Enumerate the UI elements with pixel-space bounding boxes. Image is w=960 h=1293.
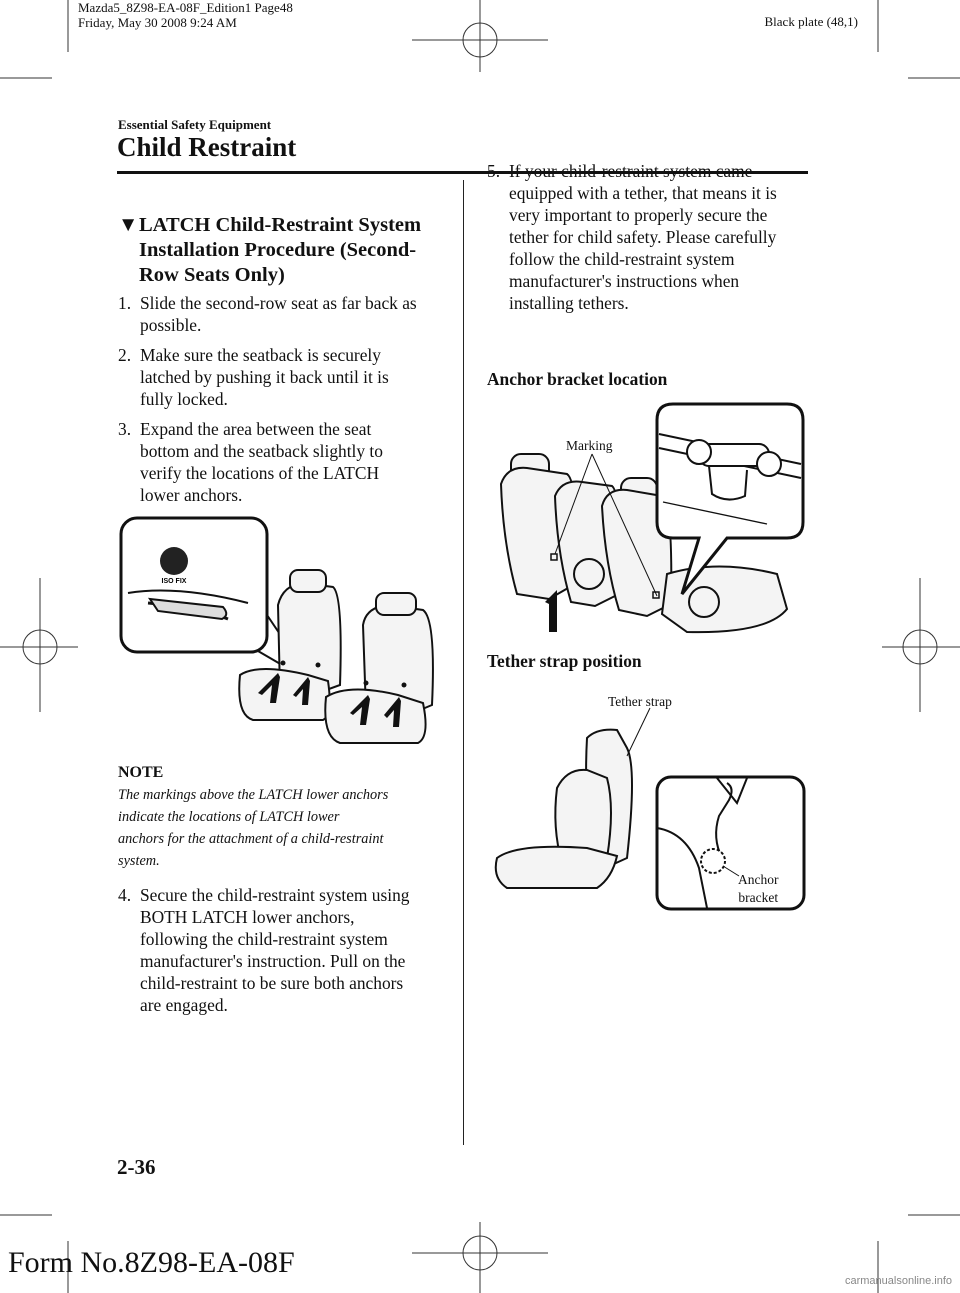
heading-line-1: LATCH Child-Restraint System — [139, 214, 422, 236]
step-2-line-2: latched by pushing it back until it is — [140, 367, 389, 387]
step-3-line-4: lower anchors. — [140, 485, 243, 505]
anchor-bracket-title: Anchor bracket location — [487, 369, 668, 389]
anchor-bracket-illustration — [499, 402, 805, 634]
section-label: Essential Safety Equipment — [118, 117, 272, 132]
step-5-line-6: manufacturer's instructions when — [509, 271, 740, 291]
step-number: 4. — [118, 885, 132, 905]
step-1-line-2: possible. — [140, 315, 202, 335]
step-4: 4. Secure the child-restraint system usi… — [118, 884, 458, 1016]
tether-strap-label: Tether strap — [608, 694, 672, 709]
step-3-line-2: bottom and the seatback slightly to — [140, 441, 383, 461]
step-5: 5. If your child-restraint system came e… — [487, 160, 807, 314]
note-line-2: indicate the locations of LATCH lower — [118, 809, 340, 825]
isofix-icon-text: ISO FIX — [162, 578, 187, 585]
step-3: 3. Expand the area between the seat bott… — [118, 418, 458, 506]
step-3-line-1: Expand the area between the seat — [140, 419, 372, 439]
triangle-marker-icon: ▼ — [118, 214, 139, 236]
plate-label: Black plate (48,1) — [764, 14, 859, 29]
column-divider — [463, 180, 464, 1145]
step-4-line-5: child-restraint to be sure both anchors — [140, 973, 404, 993]
step-5-line-2: equipped with a tether, that means it is — [509, 183, 777, 203]
step-5-line-1: If your child-restraint system came — [509, 161, 753, 181]
note-body: The markings above the LATCH lower ancho… — [118, 784, 463, 872]
step-2-line-1: Make sure the seatback is securely — [140, 345, 381, 365]
step-3-line-3: verify the locations of the LATCH — [140, 463, 380, 483]
heading-line-3: Row Seats Only) — [139, 264, 285, 286]
note-line-1: The markings above the LATCH lower ancho… — [118, 787, 389, 803]
step-2-line-3: fully locked. — [140, 389, 228, 409]
procedure-heading: ▼ LATCH Child-Restraint System Installat… — [118, 213, 458, 288]
step-4-line-2: BOTH LATCH lower anchors, — [140, 907, 355, 927]
step-number: 3. — [118, 419, 132, 439]
step-5-line-4: tether for child safety. Please carefull… — [509, 227, 777, 247]
step-number: 1. — [118, 293, 132, 313]
page-number: 2-36 — [117, 1155, 156, 1179]
step-1-line-1: Slide the second-row seat as far back as — [140, 293, 417, 313]
step-2: 2. Make sure the seatback is securely la… — [118, 344, 458, 410]
file-info: Mazda5_8Z98-EA-08F_Edition1 Page48 Frida… — [78, 0, 293, 30]
anchor-label-line-2: bracket — [738, 890, 779, 905]
step-4-line-4: manufacturer's instruction. Pull on the — [140, 951, 406, 971]
form-number: Form No.8Z98-EA-08F — [8, 1246, 295, 1279]
header-rule — [117, 171, 808, 174]
tether-strap-title: Tether strap position — [487, 651, 642, 671]
step-number: 5. — [487, 161, 501, 181]
note-line-3: anchors for the attachment of a child-re… — [118, 831, 384, 847]
anchor-bracket-label: Anchor bracket — [738, 871, 779, 907]
step-1: 1. Slide the second-row seat as far back… — [118, 292, 458, 336]
file-name-line: Mazda5_8Z98-EA-08F_Edition1 Page48 — [78, 0, 293, 15]
step-4-line-1: Secure the child-restraint system using — [140, 885, 410, 905]
chapter-title: Child Restraint — [117, 132, 297, 162]
file-date-line: Friday, May 30 2008 9:24 AM — [78, 15, 237, 30]
step-number: 2. — [118, 345, 132, 365]
anchor-label-line-1: Anchor — [738, 872, 779, 887]
heading-line-2: Installation Procedure (Second- — [139, 239, 417, 261]
step-4-line-6: are engaged. — [140, 995, 228, 1015]
step-4-line-3: following the child-restraint system — [140, 929, 388, 949]
note-line-4: system. — [118, 853, 160, 869]
latch-anchor-illustration: ISO FIX — [119, 516, 434, 744]
watermark: carmanualsonline.info — [844, 1275, 952, 1287]
note-title: NOTE — [118, 764, 164, 781]
tether-strap-illustration — [494, 707, 806, 911]
step-5-line-3: very important to properly secure the — [509, 205, 768, 225]
marking-label: Marking — [566, 438, 613, 453]
step-5-line-5: follow the child-restraint system — [509, 249, 735, 269]
isofix-icon — [160, 547, 188, 575]
step-5-line-7: installing tethers. — [509, 293, 629, 313]
